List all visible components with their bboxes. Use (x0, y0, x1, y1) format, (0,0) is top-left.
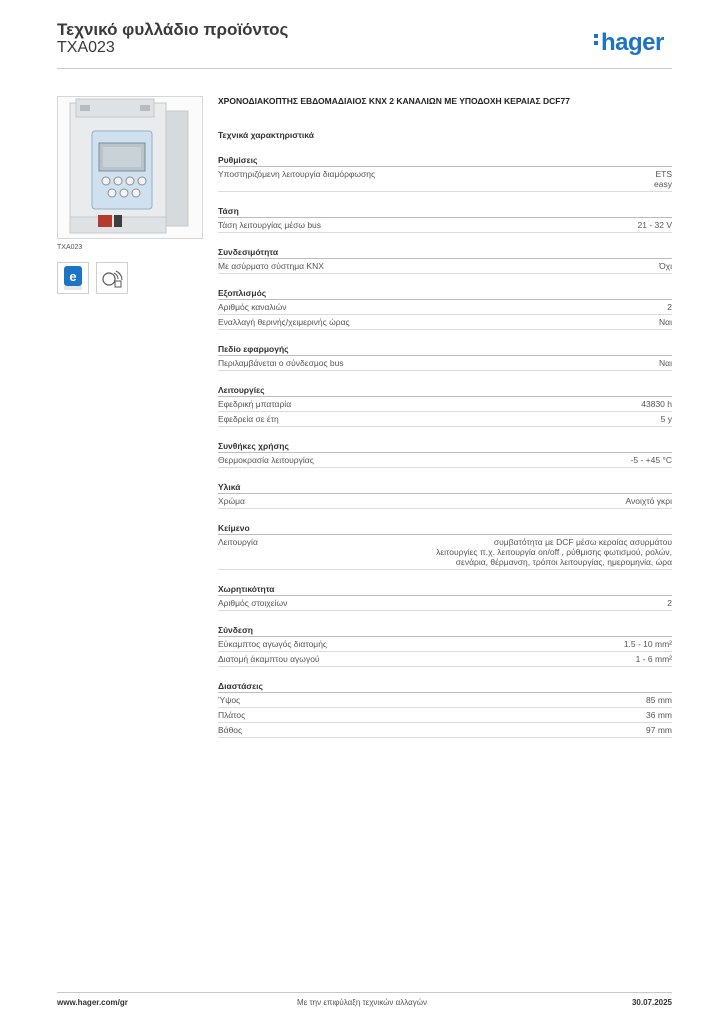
spec-label: Ύψος (218, 695, 241, 705)
spec-label: Εφεδρεία σε έτη (218, 414, 279, 424)
spec-value: 1.5 - 10 mm² (623, 639, 672, 649)
spec-row: Πλάτος 36 mm (218, 708, 672, 723)
spec-label: Εφεδρική μπαταρία (218, 399, 292, 409)
spec-label: Περιλαμβάνεται ο σύνδεσμος bus (218, 358, 344, 368)
ets-easy-badge: e (57, 262, 89, 294)
spec-label: Τάση λειτουργίας μέσω bus (218, 220, 322, 230)
spec-row: Εφεδρεία σε έτη 5 y (218, 412, 672, 427)
footer-notice: Με την επιφύλαξη τεχνικών αλλαγών (297, 998, 427, 1007)
footer-date: 30.07.2025 (631, 998, 672, 1007)
spec-label: Θερμοκρασία λειτουργίας (218, 455, 314, 465)
header-divider (57, 68, 672, 69)
spec-value: 36 mm (646, 710, 672, 720)
svg-text:e: e (69, 269, 76, 284)
footer-website[interactable]: www.hager.com/gr (57, 998, 128, 1007)
spec-value: Ανοιχτό γκρι (625, 496, 672, 506)
spec-value: 1 - 6 mm² (635, 654, 672, 664)
spec-value: 2 (667, 598, 672, 608)
spec-label: Πλάτος (218, 710, 246, 720)
spec-label: Εύκαμπτος αγωγός διατομής (218, 639, 328, 649)
spec-label: Αριθμός στοιχείων (218, 598, 288, 608)
spec-value: 21 - 32 V (637, 220, 673, 230)
timer-device-illustration (69, 98, 189, 234)
spec-section-title: Διαστάσεις (218, 678, 672, 693)
tech-specs-heading: Τεχνικά χαρακτηριστικά (218, 130, 314, 140)
spec-section-title: Λειτουργίες (218, 382, 672, 397)
spec-label: Με ασύρματο σύστημα KNX (218, 261, 324, 271)
spec-value: -5 - +45 °C (630, 455, 672, 465)
footer-divider (57, 992, 672, 993)
product-image (57, 96, 203, 239)
spec-value: 97 mm (646, 725, 672, 735)
spec-row: Εναλλαγή θερινής/χειμερινής ώρας Ναι (218, 315, 672, 330)
ets-easy-icon: e (64, 266, 82, 290)
spec-label: Αριθμός καναλιών (218, 302, 287, 312)
spec-section-title: Ρυθμίσεις (218, 152, 672, 167)
spec-label: Υποστηριζόμενη λειτουργία διαμόρφωσης (218, 169, 376, 179)
spec-row: Εύκαμπτος αγωγός διατομής 1.5 - 10 mm² (218, 637, 672, 652)
spec-value: 43830 h (641, 399, 672, 409)
spec-value: συμβατότητα με DCF μέσω κεραίας ασυρμάτο… (436, 537, 672, 567)
product-title: ΧΡΟΝΟΔΙΑΚΟΠΤΗΣ ΕΒΔΟΜΑΔΙΑΙΟΣ KNX 2 ΚΑΝΑΛΙ… (218, 96, 570, 106)
spec-section-title: Εξοπλισμός (218, 285, 672, 300)
spec-section-title: Συνδεσιμότητα (218, 244, 672, 259)
spec-value: ETS easy (654, 169, 672, 189)
spec-label: Χρώμα (218, 496, 245, 506)
spec-section-title: Τάση (218, 203, 672, 218)
spec-section-title: Κείμενο (218, 520, 672, 535)
spec-value: 5 y (660, 414, 672, 424)
spec-row: Χρώμα Ανοιχτό γκρι (218, 494, 672, 509)
logo-dots-icon (594, 34, 600, 48)
spec-section-title: Υλικά (218, 479, 672, 494)
logo-text: hager (601, 29, 664, 56)
spec-row: Διατομή άκαμπτου αγωγού 1 - 6 mm² (218, 652, 672, 667)
spec-section-title: Συνθήκες χρήσης (218, 438, 672, 453)
spec-value: Όχι (659, 261, 672, 271)
spec-row: Τάση λειτουργίας μέσω bus 21 - 32 V (218, 218, 672, 233)
spec-row: Υποστηριζόμενη λειτουργία διαμόρφωσης ETS… (218, 167, 672, 192)
spec-label: Λειτουργία (218, 537, 258, 547)
product-code: TXA023 (57, 39, 115, 56)
dcf77-badge (96, 262, 128, 294)
spec-row: Θερμοκρασία λειτουργίας -5 - +45 °C (218, 453, 672, 468)
spec-row: Ύψος 85 mm (218, 693, 672, 708)
spec-section-title: Χωρητικότητα (218, 581, 672, 596)
spec-row: Λειτουργία συμβατότητα με DCF μέσω κεραία… (218, 535, 672, 570)
spec-row: Αριθμός στοιχείων 2 (218, 596, 672, 611)
spec-row: Περιλαμβάνεται ο σύνδεσμος bus Ναι (218, 356, 672, 371)
spec-section: Συνδεσιμότητα Με ασύρματο σύστημα KNX Όχι (218, 244, 672, 274)
antenna-icon (102, 270, 123, 288)
spec-label: Διατομή άκαμπτου αγωγού (218, 654, 320, 664)
image-caption: TXA023 (57, 244, 83, 251)
spec-section-title: Σύνδεση (218, 622, 672, 637)
spec-row: Εφεδρική μπαταρία 43830 h (218, 397, 672, 412)
spec-section-title: Πεδίο εφαρμογής (218, 341, 672, 356)
document-title: Τεχνικό φυλλάδιο προϊόντος (57, 20, 289, 39)
hager-logo: hager (594, 29, 664, 57)
spec-row: Με ασύρματο σύστημα KNX Όχι (218, 259, 672, 274)
spec-value: 2 (667, 302, 672, 312)
spec-value: Ναι (659, 317, 672, 327)
spec-label: Βάθος (218, 725, 243, 735)
spec-value: 85 mm (646, 695, 672, 705)
spec-row: Αριθμός καναλιών 2 (218, 300, 672, 315)
spec-value: Ναι (659, 358, 672, 368)
spec-label: Εναλλαγή θερινής/χειμερινής ώρας (218, 317, 350, 327)
spec-row: Βάθος 97 mm (218, 723, 672, 738)
